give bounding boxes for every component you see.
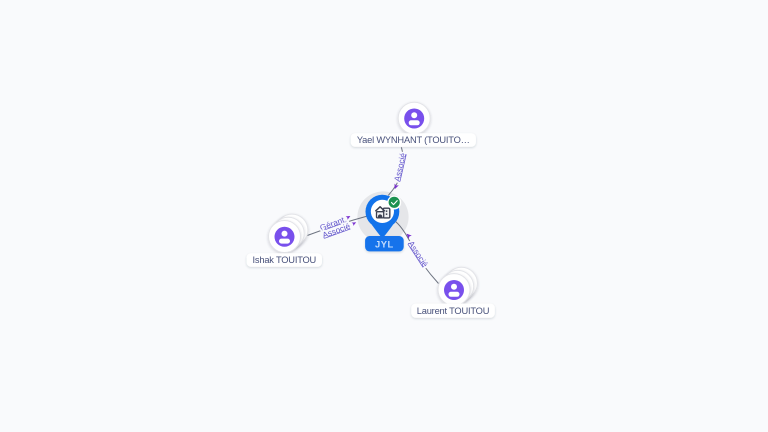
svg-text:JYL: JYL xyxy=(375,239,394,250)
svg-text:Ishak TOUITOU: Ishak TOUITOU xyxy=(253,255,317,265)
svg-text:Yael WYNHANT (TOUITO…: Yael WYNHANT (TOUITO… xyxy=(357,135,470,145)
svg-text:Laurent TOUITOU: Laurent TOUITOU xyxy=(417,306,489,316)
